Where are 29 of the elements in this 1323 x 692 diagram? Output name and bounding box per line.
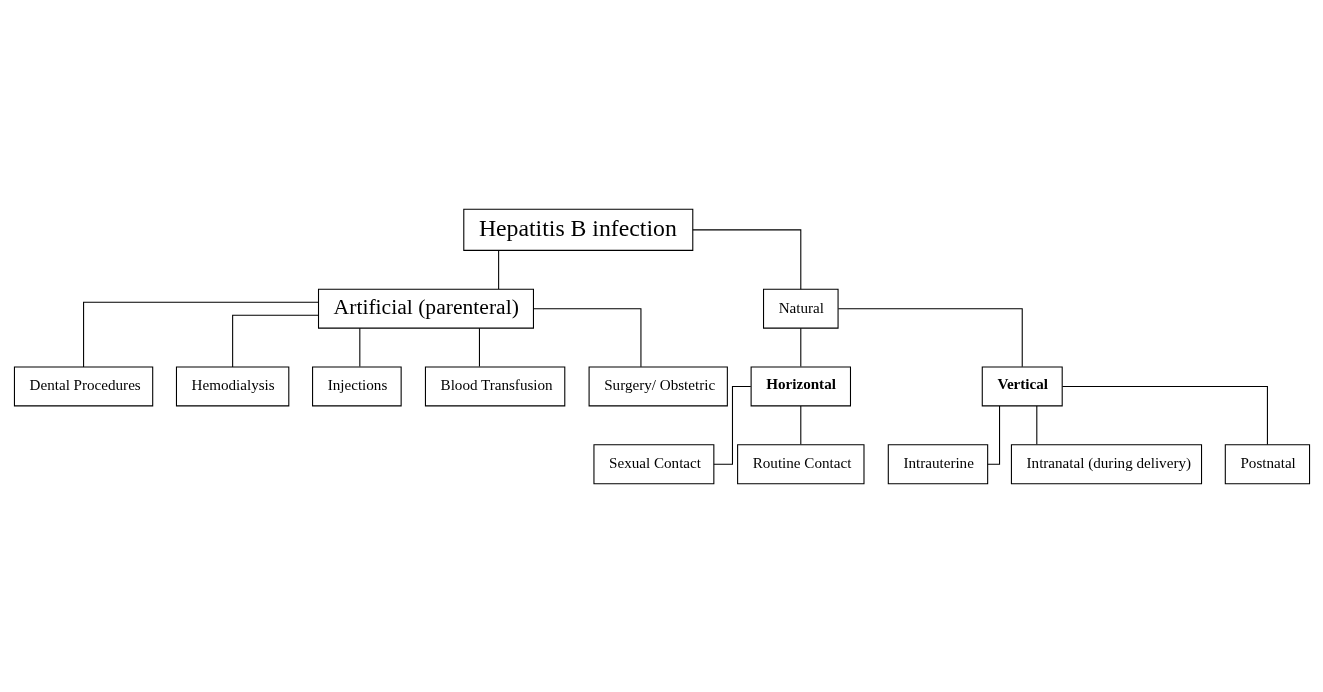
node-box: Natural [762,288,839,329]
node-box: Blood Transfusion [424,365,565,406]
connector [1061,385,1268,445]
connector [799,405,801,445]
node-box: Intrauterine [887,443,988,484]
connector [712,385,751,465]
connector [799,327,801,367]
connector [1035,405,1037,445]
connector [837,307,1023,367]
connector [478,327,480,367]
node-box: Hemodialysis [175,365,289,406]
node-box: Intranatal (during delivery) [1010,443,1202,484]
connector [532,307,641,367]
node-box: Sexual Contact [592,443,714,484]
connector [82,301,319,367]
connector [358,327,360,367]
node-box: Hepatitis B infection [462,208,693,251]
node-box: Artificial (parenteral) [317,288,534,329]
connector [497,249,499,289]
connector [691,228,801,290]
node-box: Injections [311,365,402,406]
node-box: Surgery/ Obstetric [588,365,728,406]
node-box: Dental Procedures [13,365,153,406]
node-box: Vertical [981,365,1063,406]
node-box: Horizontal [750,365,851,406]
connector [986,405,1000,465]
node-box: Postnatal [1224,443,1310,484]
node-box: Routine Contact [736,443,865,484]
connector [231,314,319,368]
